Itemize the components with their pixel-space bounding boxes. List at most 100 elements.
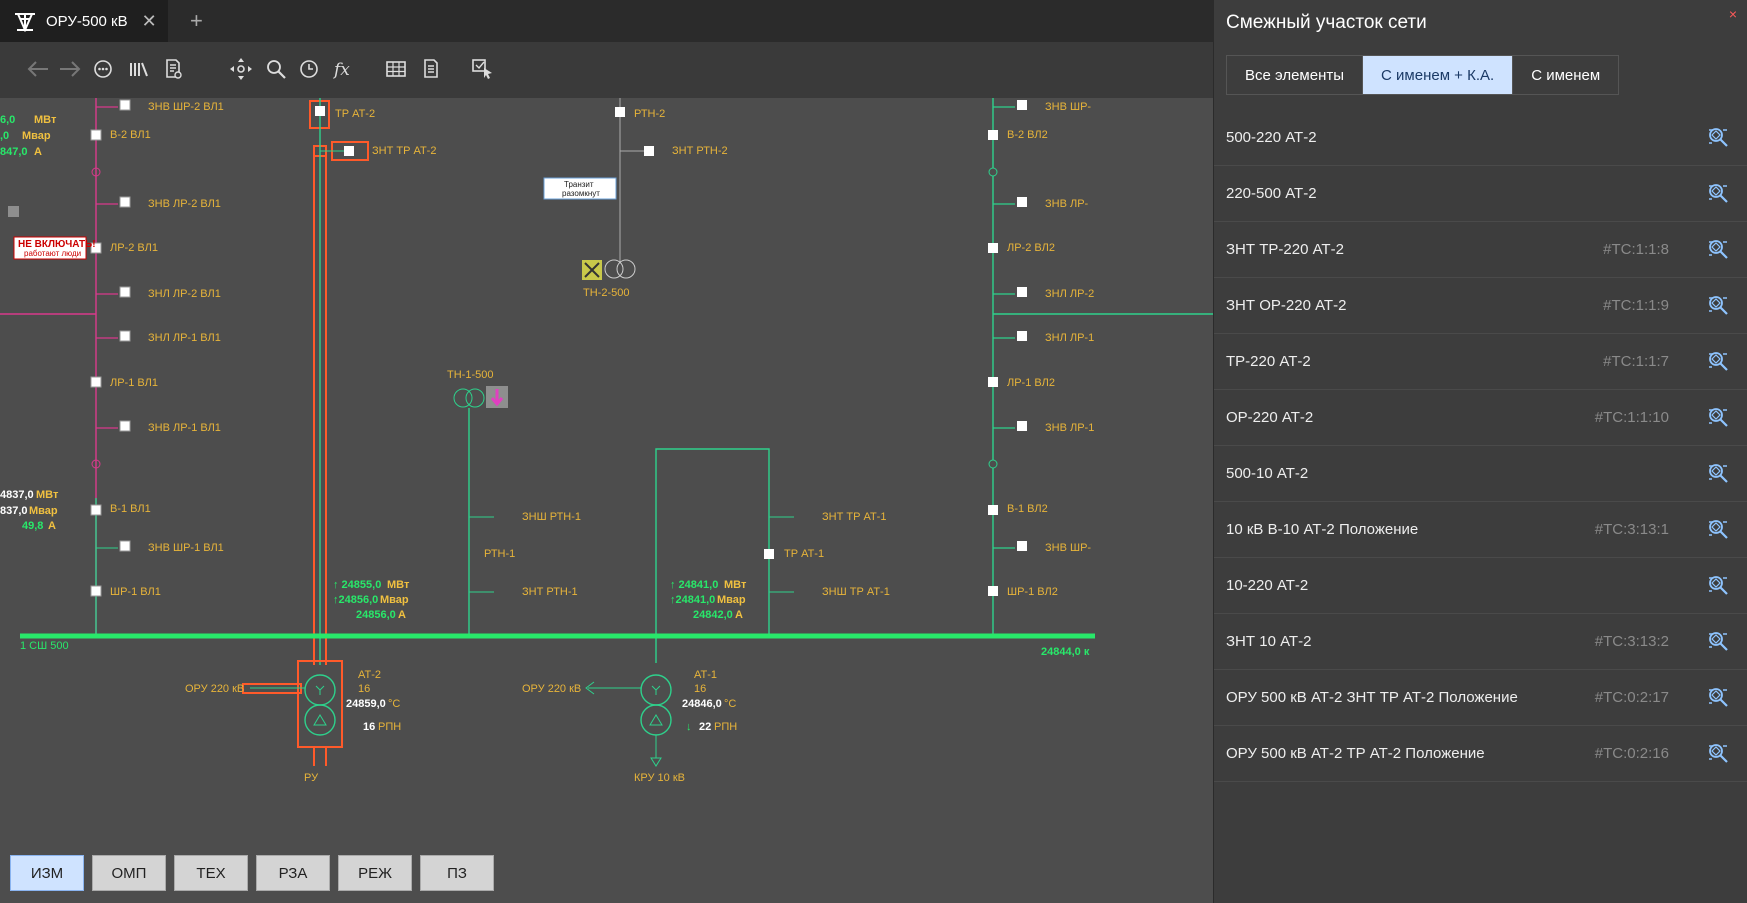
list-item[interactable]: 500-220 АТ-2 bbox=[1214, 110, 1747, 166]
locate-on-scheme-icon[interactable] bbox=[1707, 238, 1729, 260]
warning-poster[interactable]: НЕ ВКЛЮЧАТЬ! работают люди bbox=[14, 237, 96, 259]
svg-text:работают люди: работают люди bbox=[24, 249, 81, 258]
list-item[interactable]: ЗНТ ТР-220 АТ-2#TC:1:1:8 bbox=[1214, 222, 1747, 278]
filter-all-elements[interactable]: Все элементы bbox=[1227, 56, 1363, 94]
list-item[interactable]: 500-10 АТ-2 bbox=[1214, 446, 1747, 502]
list-item[interactable]: ТР-220 АТ-2#TC:1:1:7 bbox=[1214, 334, 1747, 390]
unit: А bbox=[34, 146, 42, 158]
panel-title: Смежный участок сети bbox=[1226, 12, 1427, 34]
label: ЗНЛ ЛР-2 ВЛ1 bbox=[148, 288, 221, 300]
item-name: 10-220 АТ-2 bbox=[1226, 577, 1308, 594]
label: ЗНТ ТР АТ-1 bbox=[822, 511, 886, 523]
measurement-value: 24844,0 к bbox=[1041, 646, 1090, 658]
measurement-value: 16 bbox=[363, 721, 375, 733]
tab-rza[interactable]: РЗА bbox=[256, 855, 330, 891]
locate-on-scheme-icon[interactable] bbox=[1707, 294, 1729, 316]
locate-on-scheme-icon[interactable] bbox=[1707, 574, 1729, 596]
right-column-labels: ЗНВ ШР- В-2 ВЛ2 ЗНВ ЛР- ЛР-2 ВЛ2 ЗНЛ ЛР-… bbox=[1007, 101, 1094, 598]
tab-oru500[interactable]: ОРУ-500 кВ ✕ bbox=[0, 0, 168, 42]
tab-omp[interactable]: ОМП bbox=[92, 855, 166, 891]
locate-on-scheme-icon[interactable] bbox=[1707, 182, 1729, 204]
list-item[interactable]: ЗНТ ОР-220 АТ-2#TC:1:1:9 bbox=[1214, 278, 1747, 334]
unit: РПН bbox=[714, 721, 737, 733]
toolbar: fx bbox=[0, 42, 1213, 98]
label: ЗНЛ ЛР-1 ВЛ1 bbox=[148, 332, 221, 344]
back-arrow-icon[interactable] bbox=[25, 56, 51, 82]
label: ЛР-1 ВЛ2 bbox=[1007, 377, 1055, 389]
forward-arrow-icon[interactable] bbox=[57, 56, 83, 82]
locate-on-scheme-icon[interactable] bbox=[1707, 518, 1729, 540]
locate-on-scheme-icon[interactable] bbox=[1707, 630, 1729, 652]
list-item[interactable]: ОРУ 500 кВ АТ-2 ЗНТ ТР АТ-2 Положение#TC… bbox=[1214, 670, 1747, 726]
tab-rezh[interactable]: РЕЖ bbox=[338, 855, 412, 891]
close-icon[interactable]: × bbox=[1729, 6, 1737, 22]
pan-icon[interactable] bbox=[228, 56, 254, 82]
label: АТ-1 bbox=[694, 669, 717, 681]
history-icon[interactable] bbox=[296, 56, 322, 82]
item-code: #TC:1:1:10 bbox=[1595, 409, 1669, 426]
locate-on-scheme-icon[interactable] bbox=[1707, 462, 1729, 484]
label: ЗНШ РТН-1 bbox=[522, 511, 581, 523]
list-item[interactable]: ОРУ 500 кВ АТ-2 ТР АТ-2 Положение#TC:0:2… bbox=[1214, 726, 1747, 782]
transit-note[interactable]: Транзит разомкнут bbox=[544, 178, 616, 199]
label: В-1 ВЛ2 bbox=[1007, 503, 1048, 515]
select-element-icon[interactable] bbox=[470, 56, 496, 82]
unit: РПН bbox=[378, 721, 401, 733]
item-code: #TC:1:1:7 bbox=[1603, 353, 1669, 370]
list-item[interactable]: 220-500 АТ-2 bbox=[1214, 166, 1747, 222]
add-tab-icon[interactable]: + bbox=[190, 8, 203, 34]
item-name: ОР-220 АТ-2 bbox=[1226, 409, 1313, 426]
unit: А bbox=[735, 609, 743, 621]
report-icon[interactable] bbox=[418, 56, 444, 82]
locate-on-scheme-icon[interactable] bbox=[1707, 686, 1729, 708]
tab-pz[interactable]: ПЗ bbox=[420, 855, 494, 891]
library-icon[interactable] bbox=[126, 56, 152, 82]
svg-text:Транзит: Транзит bbox=[564, 180, 594, 189]
list-item[interactable]: ЗНТ 10 АТ-2#TC:3:13:2 bbox=[1214, 614, 1747, 670]
single-line-diagram: ЗНВ ШР-2 ВЛ1 В-2 ВЛ1 ЗНВ ЛР-2 ВЛ1 ЛР-2 В… bbox=[0, 98, 1213, 903]
tab-teh[interactable]: ТЕХ bbox=[174, 855, 248, 891]
unit: А bbox=[48, 520, 56, 532]
svg-text:fx: fx bbox=[332, 60, 350, 80]
list-item[interactable]: 10 кВ В-10 АТ-2 Положение#TC:3:13:1 bbox=[1214, 502, 1747, 558]
label: ЗНВ ШР-2 ВЛ1 bbox=[148, 101, 224, 113]
label: АТ-2 bbox=[358, 669, 381, 681]
search-icon[interactable] bbox=[263, 56, 289, 82]
label: ЗНТ ТР АТ-2 bbox=[372, 145, 436, 157]
locate-on-scheme-icon[interactable] bbox=[1707, 406, 1729, 428]
filter-named[interactable]: С именем bbox=[1513, 56, 1618, 94]
label: ЗНТ РТН-1 bbox=[522, 586, 578, 598]
document-settings-icon[interactable] bbox=[160, 56, 186, 82]
label: ЛР-2 ВЛ2 bbox=[1007, 242, 1055, 254]
label: КРУ 10 кВ bbox=[634, 772, 685, 784]
table-icon[interactable] bbox=[383, 56, 409, 82]
filter-named-with-ka[interactable]: С именем + К.А. bbox=[1363, 56, 1513, 94]
formula-icon[interactable]: fx bbox=[331, 56, 357, 82]
label: ЛР-1 ВЛ1 bbox=[110, 377, 158, 389]
close-icon[interactable]: ✕ bbox=[142, 11, 157, 32]
label: ЗНВ ЛР- bbox=[1045, 198, 1089, 210]
scheme-canvas[interactable]: ЗНВ ШР-2 ВЛ1 В-2 ВЛ1 ЗНВ ЛР-2 ВЛ1 ЛР-2 В… bbox=[0, 98, 1213, 903]
locate-on-scheme-icon[interactable] bbox=[1707, 742, 1729, 764]
item-code: #TC:3:13:2 bbox=[1595, 633, 1669, 650]
label: В-1 ВЛ1 bbox=[110, 503, 151, 515]
locate-on-scheme-icon[interactable] bbox=[1707, 126, 1729, 148]
more-icon[interactable] bbox=[90, 56, 116, 82]
list-item[interactable]: ОР-220 АТ-2 #TC:1:1:10 bbox=[1214, 390, 1747, 446]
measurement-value: ↑ 24855,0 bbox=[333, 579, 381, 591]
item-code: #TC:1:1:8 bbox=[1603, 241, 1669, 258]
locate-on-scheme-icon[interactable] bbox=[1707, 350, 1729, 372]
tab-izm[interactable]: ИЗМ bbox=[10, 855, 84, 891]
measurement-value: 24856,0 bbox=[356, 609, 396, 621]
label: ЗНЛ ЛР-2 bbox=[1045, 288, 1094, 300]
item-code: #TC:3:13:1 bbox=[1595, 521, 1669, 538]
measurement-value: 4837,0 bbox=[0, 489, 34, 501]
mode-tabs: ИЗМ ОМП ТЕХ РЗА РЕЖ ПЗ bbox=[10, 855, 494, 891]
label: ЗНВ ЛР-1 bbox=[1045, 422, 1094, 434]
label: ТН-1-500 bbox=[447, 369, 493, 381]
item-code: #TC:1:1:9 bbox=[1603, 297, 1669, 314]
label: ШР-1 ВЛ1 bbox=[110, 586, 161, 598]
unit: Мвар bbox=[22, 130, 51, 142]
list-item[interactable]: 10-220 АТ-2 bbox=[1214, 558, 1747, 614]
label: РТН-1 bbox=[484, 548, 515, 560]
